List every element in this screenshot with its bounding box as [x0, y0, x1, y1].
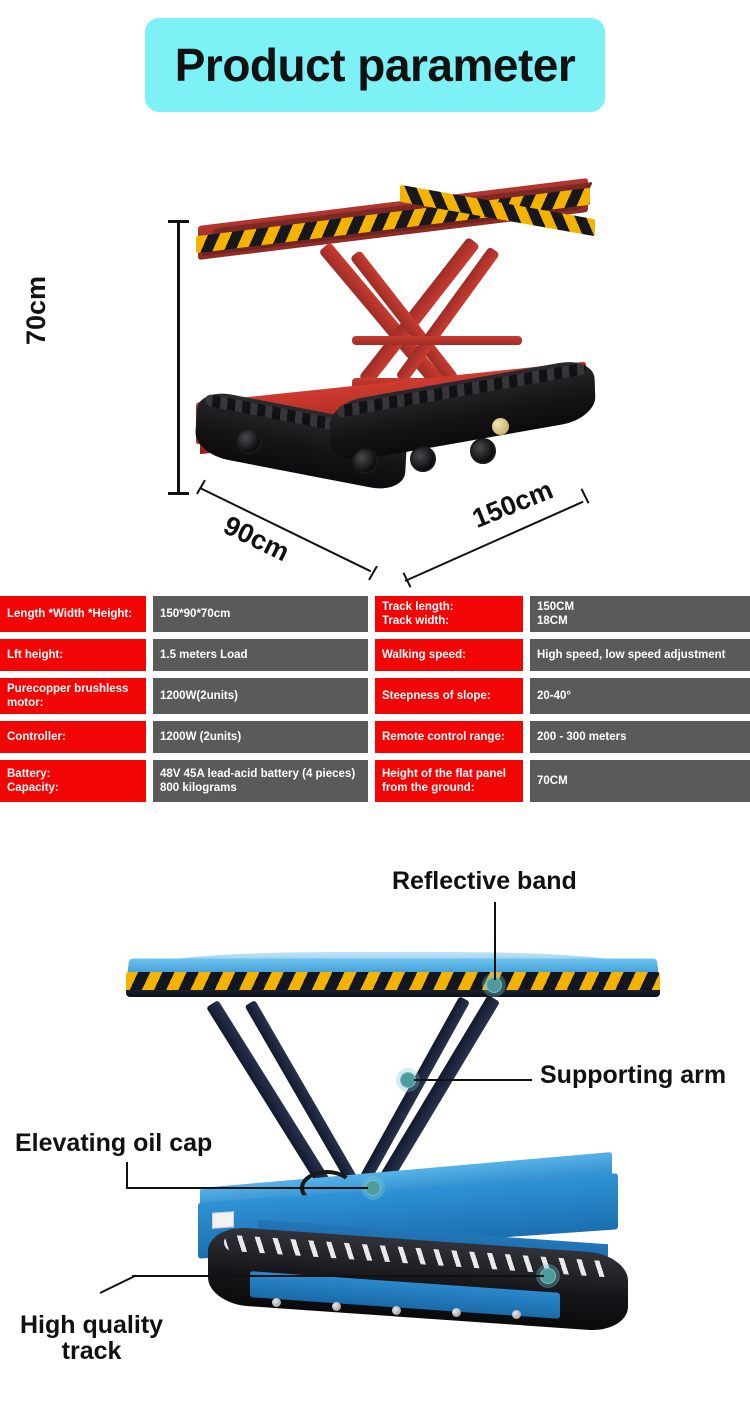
spec-pair-right: Walking speed: High speed, low speed adj…: [375, 639, 750, 671]
spec-label: Purecopper brushless motor:: [0, 678, 146, 714]
callout-label-elevating-oil-cap: Elevating oil cap: [15, 1129, 213, 1157]
spec-pair-left: Purecopper brushless motor: 1200W(2units…: [0, 678, 368, 714]
leader-track-horizontal: [132, 1275, 544, 1277]
road-wheel-3: [470, 438, 496, 464]
spec-pair-right: Remote control range: 200 - 300 meters: [375, 721, 750, 753]
spec-sticker: [212, 1211, 234, 1229]
spec-label: Track length: Track width:: [375, 596, 523, 632]
track-bolt: [512, 1310, 521, 1319]
height-dimension-line: [168, 220, 189, 495]
table-row: Purecopper brushless motor: 1200W(2units…: [0, 678, 750, 714]
table-row: Controller: 1200W (2units) Remote contro…: [0, 721, 750, 753]
specification-table: Length *Width *Height: 150*90*70cm Track…: [0, 596, 750, 809]
red-scissor-lift-graphic: [0, 150, 750, 580]
leader-supporting-arm: [414, 1079, 532, 1081]
drive-hub: [492, 418, 509, 435]
callout-illustration: Reflective band Supporting arm Elevating…: [0, 840, 750, 1422]
spec-label: Remote control range:: [375, 721, 523, 753]
spec-label: Controller:: [0, 721, 146, 753]
spec-value: High speed, low speed adjustment: [530, 639, 750, 671]
platform-underside: [126, 990, 660, 997]
table-row: Battery: Capacity: 48V 45A lead-acid bat…: [0, 760, 750, 802]
track-bolt: [332, 1302, 341, 1311]
spec-pair-left: Length *Width *Height: 150*90*70cm: [0, 596, 368, 632]
spec-value: 150*90*70cm: [153, 596, 368, 632]
spec-label: Walking speed:: [375, 639, 523, 671]
track-bolt: [272, 1298, 281, 1307]
leader-oil-cap-vertical: [126, 1162, 128, 1188]
spec-value: 1.5 meters Load: [153, 639, 368, 671]
leader-track-diagonal: [99, 1274, 137, 1294]
track-bolt: [392, 1306, 401, 1315]
spec-value: 1200W (2units): [153, 721, 368, 753]
spec-pair-right: Height of the flat panel from the ground…: [375, 760, 750, 802]
leader-oil-cap-horizontal: [126, 1187, 368, 1189]
table-row: Length *Width *Height: 150*90*70cm Track…: [0, 596, 750, 632]
spec-label: Length *Width *Height:: [0, 596, 146, 632]
spec-label: Height of the flat panel from the ground…: [375, 760, 523, 802]
hero-product-illustration: 70cm 90cm 150cm: [0, 150, 750, 588]
idler-wheel-front: [236, 428, 262, 454]
table-row: Lft height: 1.5 meters Load Walking spee…: [0, 639, 750, 671]
reflective-band-stripe: [126, 972, 660, 992]
callout-label-reflective-band: Reflective band: [392, 867, 577, 895]
spec-pair-left: Lft height: 1.5 meters Load: [0, 639, 368, 671]
page-title-banner: Product parameter: [145, 18, 605, 112]
spec-pair-right: Track length: Track width: 150CM 18CM: [375, 596, 750, 632]
spec-pair-left: Controller: 1200W (2units): [0, 721, 368, 753]
spec-value: 200 - 300 meters: [530, 721, 750, 753]
track-bolt: [452, 1308, 461, 1317]
leader-reflective-band: [494, 902, 496, 980]
spec-pair-left: Battery: Capacity: 48V 45A lead-acid bat…: [0, 760, 368, 802]
road-wheel-1: [352, 448, 378, 474]
spec-label: Battery: Capacity:: [0, 760, 146, 802]
spec-value: 70CM: [530, 760, 750, 802]
road-wheel-2: [410, 446, 436, 472]
spec-label: Lft height:: [0, 639, 146, 671]
callout-label-high-quality-track: High quality track: [20, 1311, 164, 1366]
spec-label: Steepness of slope:: [375, 678, 523, 714]
spec-value: 1200W(2units): [153, 678, 368, 714]
page-title: Product parameter: [174, 39, 576, 91]
spec-value: 20-40°: [530, 678, 750, 714]
dimension-label-height: 70cm: [21, 275, 52, 346]
scissor-cross-bar: [352, 336, 522, 345]
spec-value: 150CM 18CM: [530, 596, 750, 632]
callout-label-supporting-arm: Supporting arm: [540, 1061, 727, 1089]
spec-value: 48V 45A lead-acid battery (4 pieces) 800…: [153, 760, 368, 802]
spec-pair-right: Steepness of slope: 20-40°: [375, 678, 750, 714]
